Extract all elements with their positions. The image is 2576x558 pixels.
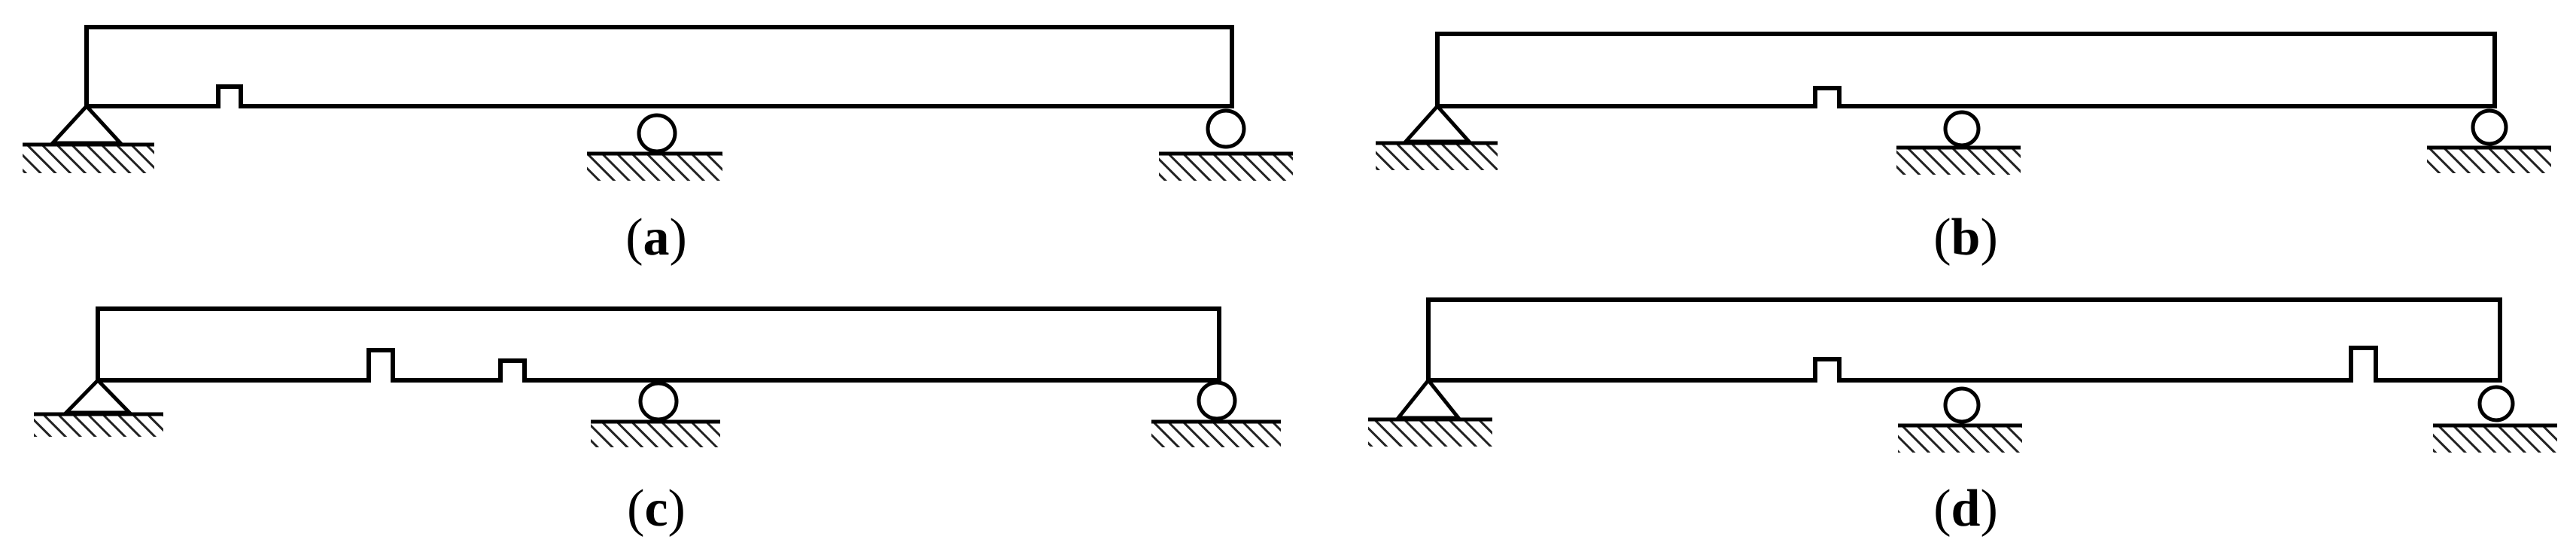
roller-support bbox=[2427, 108, 2551, 173]
pin-support bbox=[23, 103, 154, 173]
ground-hatch bbox=[1376, 143, 1498, 170]
roller-support bbox=[587, 113, 722, 181]
pin-support bbox=[1368, 377, 1492, 447]
ground-hatch bbox=[587, 154, 722, 181]
ground-hatch bbox=[34, 414, 163, 437]
ground-hatch bbox=[1159, 154, 1293, 181]
panel-caption-b: (b) bbox=[1933, 209, 1998, 267]
panel-caption-d: (d) bbox=[1933, 480, 1998, 538]
roller-support bbox=[1896, 110, 2021, 175]
pin-support bbox=[34, 377, 163, 437]
ground-hatch bbox=[2427, 148, 2551, 173]
panel-a: (a) bbox=[23, 25, 1293, 267]
beam-b bbox=[1435, 32, 2497, 108]
ground-hatch bbox=[591, 422, 720, 447]
panel-d: (d) bbox=[1368, 297, 2557, 538]
beam-c bbox=[96, 306, 1221, 383]
roller-support bbox=[1151, 380, 1281, 447]
ground-hatch bbox=[2433, 425, 2557, 453]
panel-caption-c: (c) bbox=[627, 480, 686, 538]
beam-d bbox=[1426, 297, 2502, 383]
beam-a bbox=[84, 25, 1234, 108]
panel-c: (c) bbox=[34, 306, 1281, 538]
roller-support bbox=[1898, 386, 2022, 453]
ground-hatch bbox=[1151, 422, 1281, 447]
panel-caption-a: (a) bbox=[625, 209, 687, 267]
pin-support bbox=[1376, 103, 1498, 170]
roller-support bbox=[2433, 385, 2557, 453]
roller-support bbox=[1159, 108, 1293, 181]
ground-hatch bbox=[23, 145, 154, 173]
roller-support bbox=[591, 381, 720, 447]
ground-hatch bbox=[1896, 148, 2021, 175]
panel-b: (b) bbox=[1376, 32, 2551, 267]
ground-hatch bbox=[1368, 419, 1492, 447]
ground-hatch bbox=[1898, 425, 2022, 453]
